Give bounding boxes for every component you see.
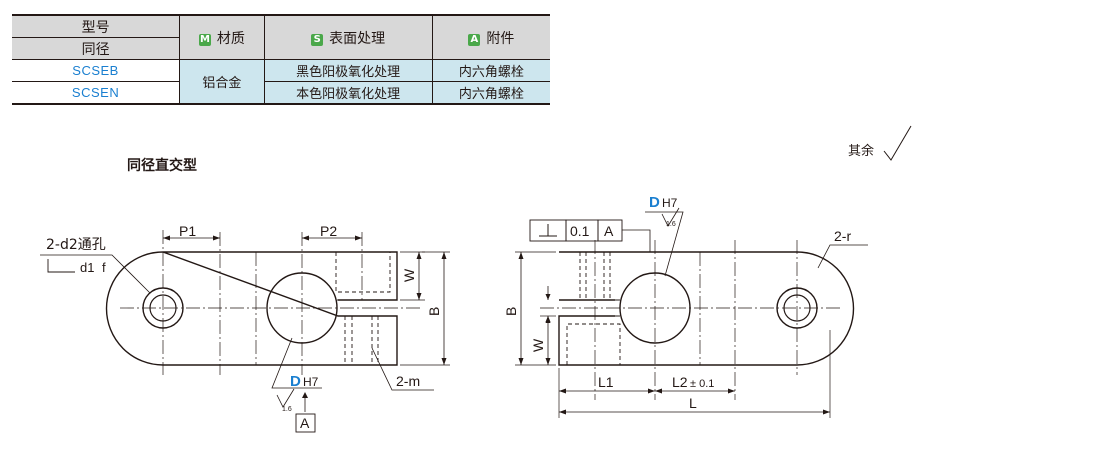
b-label: B xyxy=(426,307,442,316)
dh7-roughness-icon xyxy=(276,388,295,408)
section-title: 同径直交型 xyxy=(127,158,197,174)
rdh7-leader xyxy=(645,211,684,277)
hole-note-leader xyxy=(40,254,151,294)
dh7-leader xyxy=(271,337,322,389)
r-note-label: 2-r xyxy=(834,228,851,244)
dh7-roughness-value: 1.6 xyxy=(282,406,292,413)
model-cell: SCSEN xyxy=(12,81,181,105)
tolerance-value: 0.1 xyxy=(570,223,590,239)
slit-arrows xyxy=(545,294,551,322)
model-cell: SCSEB xyxy=(12,59,181,82)
hole-note-line1: 2-d2通孔 xyxy=(46,237,106,253)
accessory-cell: 内六角螺栓 xyxy=(431,59,550,82)
header-accessory: A 附件 xyxy=(431,14,550,60)
surface-badge: S xyxy=(311,33,324,46)
r-leader xyxy=(817,244,868,269)
roughness-note: 其余 xyxy=(848,144,875,159)
p1-arrows xyxy=(163,235,220,241)
w-label: W xyxy=(401,268,417,282)
left-view xyxy=(40,230,450,433)
rb-label: B xyxy=(503,307,519,316)
rw-label: W xyxy=(530,338,546,352)
roughness-symbol-icon xyxy=(883,125,912,161)
material-cell: 铝合金 xyxy=(179,59,265,105)
rdh7-tol-label: H7 xyxy=(662,196,678,210)
right-view xyxy=(515,207,868,418)
rdh7-roughness-value: 1.6 xyxy=(666,221,676,228)
datum-a-box xyxy=(295,413,316,433)
header-material-label: 材质 xyxy=(216,30,245,47)
tolerance-frame-datum-cell xyxy=(597,219,623,242)
l-label: L xyxy=(689,395,697,411)
right-body-outline xyxy=(558,251,855,366)
l1-label: L1 xyxy=(598,374,614,390)
spec-table: 型号 M 材质 S 表面处理 A 附件 同径 SCSEB 铝合金 黑色阳极氧化处理 内… xyxy=(12,14,550,105)
header-material: M 材质 xyxy=(179,14,265,60)
m-leader xyxy=(371,347,434,391)
p2-arrows xyxy=(302,235,362,241)
tolerance-datum: A xyxy=(604,223,614,239)
m-note-label: 2-m xyxy=(396,373,420,389)
header-surface-label: 表面处理 xyxy=(329,30,386,47)
counterbore-symbol-icon xyxy=(47,259,75,273)
rdh7-roughness-icon xyxy=(661,207,680,227)
header-surface: S 表面处理 xyxy=(263,14,433,60)
p2-label: P2 xyxy=(320,223,337,239)
perpendicularity-icon xyxy=(539,224,557,237)
header-bore: 同径 xyxy=(12,37,180,60)
right-hidden-pocket-bottom xyxy=(566,323,621,365)
datum-a-label: A xyxy=(300,415,310,431)
rdh7-d-label: D xyxy=(649,194,660,211)
material-badge: M xyxy=(198,33,211,46)
dh7-d-label: D xyxy=(290,373,301,390)
dh7-tol-label: H7 xyxy=(303,375,319,389)
p1-label: P1 xyxy=(179,223,196,239)
surface-cell: 本色阳极氧化处理 xyxy=(263,81,433,105)
datum-a-triangle xyxy=(302,392,308,398)
hole-note-depth: f xyxy=(102,260,106,275)
header-model: 型号 xyxy=(12,14,181,38)
surface-cell: 黑色阳极氧化处理 xyxy=(263,59,433,82)
accessory-cell: 内六角螺栓 xyxy=(431,81,550,105)
hole-note-line2: d1 xyxy=(80,260,94,275)
header-accessory-label: 附件 xyxy=(486,30,515,47)
l2-label: L2 xyxy=(672,374,688,390)
accessory-badge: A xyxy=(468,33,481,46)
l2-tolerance-label: ± 0.1 xyxy=(690,378,714,390)
left-hidden-pocket-top xyxy=(335,252,391,293)
tolerance-leader xyxy=(622,229,651,252)
